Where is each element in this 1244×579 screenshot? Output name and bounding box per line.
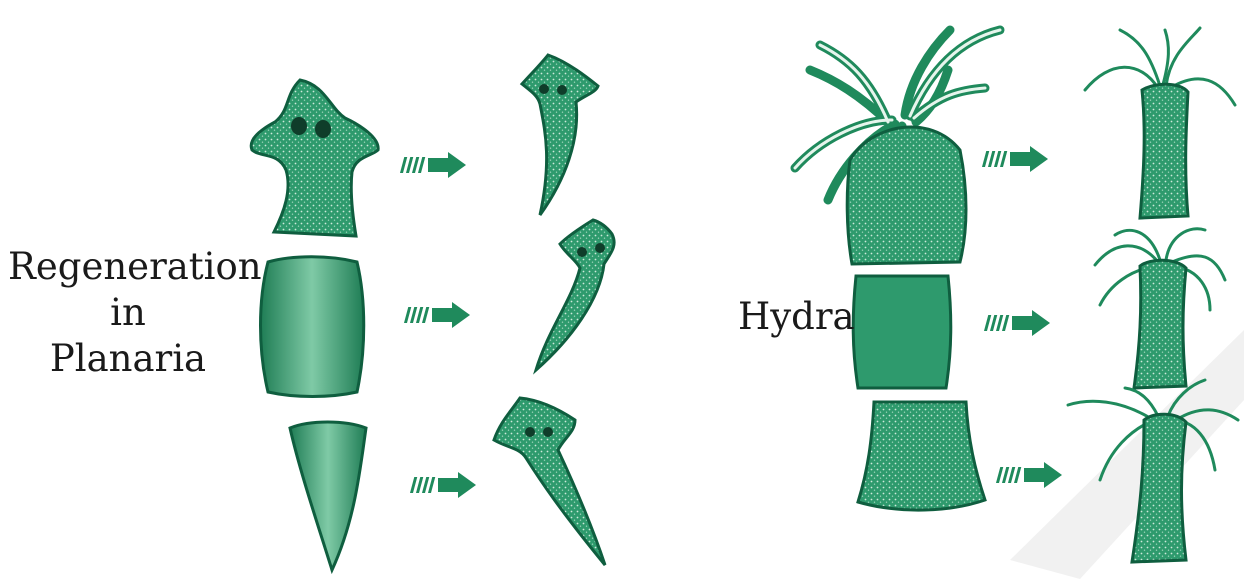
regenerated-planaria-2 — [536, 220, 614, 370]
planaria-head-piece — [251, 80, 378, 236]
arrow-hydra-middle — [984, 310, 1050, 336]
hydra-caption: Hydra — [738, 298, 855, 335]
planaria-tail-piece — [290, 422, 366, 570]
regenerated-planaria-1 — [522, 55, 598, 215]
regenerated-planaria-3 — [494, 398, 605, 565]
hydra-top-piece — [847, 127, 966, 264]
regenerated-hydra-1 — [1085, 28, 1235, 218]
arrow-hydra-bottom — [996, 462, 1062, 488]
hydra-basal-piece — [858, 402, 985, 510]
arrow-planaria-middle — [404, 302, 470, 328]
planaria-eye-left — [291, 117, 307, 135]
planaria-caption: Regeneration in Planaria — [8, 248, 248, 386]
regenerated-hydra-2 — [1095, 229, 1225, 388]
planaria-eye-right — [315, 120, 331, 138]
planaria-caption-line-2: in — [8, 294, 248, 331]
hydra-middle-piece — [853, 276, 951, 388]
planaria-caption-line-3: Planaria — [8, 340, 248, 377]
arrow-hydra-top — [982, 146, 1048, 172]
arrow-planaria-bottom — [410, 472, 476, 498]
arrow-planaria-top — [400, 152, 466, 178]
planaria-middle-piece — [261, 257, 364, 397]
watermark-shape — [1010, 330, 1244, 579]
planaria-caption-line-1: Regeneration — [8, 248, 248, 285]
